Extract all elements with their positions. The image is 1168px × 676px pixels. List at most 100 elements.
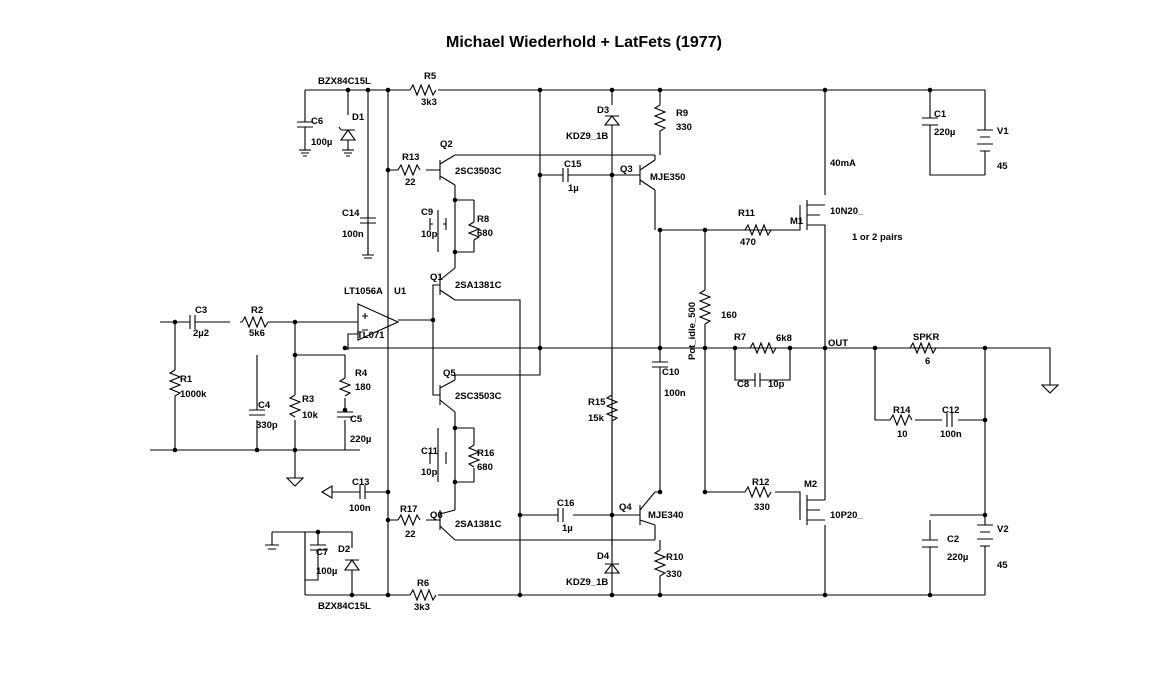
ground-r3: [285, 477, 305, 487]
capacitor-c4: [249, 409, 265, 416]
label-d3: D3: [597, 105, 609, 116]
label-r15: R15: [588, 397, 606, 408]
transistor-q2: [439, 154, 456, 186]
label-d2: D2: [338, 544, 350, 555]
label-q2: Q2: [440, 139, 453, 150]
capacitor-c9: [429, 218, 447, 230]
label-q6-value: 2SA1381C: [455, 519, 502, 530]
label-r3-value: 10k: [302, 410, 319, 421]
label-c9-value: 10p: [421, 229, 438, 240]
label-r2: R2: [251, 305, 263, 316]
label-out: OUT: [828, 338, 848, 349]
label-c5: C5: [350, 414, 363, 425]
label-r6: R6: [417, 578, 429, 589]
label-r11-value: 470: [740, 237, 756, 248]
label-r12: R12: [752, 477, 769, 488]
label-r17-value: 22: [405, 529, 416, 540]
capacitor-c10: [652, 361, 668, 395]
zener-d3: [603, 115, 621, 126]
label-c11-value: 10p: [421, 467, 438, 478]
label-spkr: SPKR: [913, 332, 940, 343]
label-q6: Q6: [430, 510, 443, 521]
label-q1: Q1: [430, 272, 443, 283]
label-c2-value: 220µ: [947, 552, 968, 563]
resistor-r12: [744, 485, 772, 499]
label-lt1056a: LT1056A: [344, 286, 383, 297]
label-c12-value: 100n: [940, 429, 962, 440]
label-c6-value: 100µ: [311, 137, 332, 148]
label-r11: R11: [738, 208, 756, 219]
label-d4: D4: [597, 551, 610, 562]
zener-d2: [343, 559, 361, 595]
label-q4: Q4: [619, 502, 632, 513]
label-c3: C3: [195, 305, 207, 316]
capacitor-c15: [562, 168, 578, 182]
ground-c13: [320, 485, 333, 499]
label-c12: C12: [942, 405, 959, 416]
label-c14: C14: [342, 208, 360, 219]
label-c7: C7: [316, 547, 328, 558]
label-q2-value: 2SC3503C: [455, 166, 502, 177]
capacitor-c11: [429, 452, 447, 464]
capacitor-c12: [946, 413, 953, 427]
transistor-q1: [439, 267, 456, 301]
component-labels: BZX84C15L R5 3k3 C6 100µ D1 D3 KDZ9_1B R…: [180, 71, 1009, 613]
label-r17: R17: [400, 504, 417, 515]
label-u1: U1: [394, 286, 407, 297]
resistor-r7: [749, 341, 777, 355]
resistor-r16: [467, 444, 481, 468]
capacitor-c7: [304, 532, 326, 581]
capacitor-c8: [754, 373, 770, 387]
label-r13: R13: [402, 152, 419, 163]
label-q4-value: MJE340: [648, 510, 683, 521]
label-r1: R1: [180, 374, 193, 385]
label-c15: C15: [564, 159, 582, 170]
resistor-r9: [653, 104, 667, 135]
label-r4: R4: [355, 368, 368, 379]
label-m2-value: 10P20_: [830, 510, 863, 521]
label-r14: R14: [893, 405, 911, 416]
zener-d1: [338, 126, 357, 157]
capacitor-c1: [922, 117, 938, 130]
label-r14-value: 10: [897, 429, 908, 440]
label-tl071: TL071: [357, 330, 385, 341]
label-c5-value: 220µ: [350, 434, 371, 445]
label-q5: Q5: [443, 368, 456, 379]
resistor-r15: [605, 394, 619, 425]
label-r12-value: 330: [754, 502, 770, 513]
label-r1-value: 1000k: [180, 389, 207, 400]
wires: [150, 89, 1051, 596]
resistor-r6: [409, 588, 437, 602]
components: [168, 83, 1060, 602]
label-r10-value: 330: [666, 569, 682, 580]
label-r8-value: 680: [477, 228, 493, 239]
mosfet-m1: [799, 200, 826, 230]
label-c10-value: 100n: [664, 388, 686, 399]
label-c9: C9: [421, 207, 433, 218]
label-m1: M1: [790, 216, 804, 227]
resistor-r2: [241, 315, 269, 329]
label-r8: R8: [477, 214, 489, 225]
capacitor-c2: [922, 539, 938, 552]
label-c1-value: 220µ: [934, 127, 955, 138]
label-c16: C16: [557, 498, 574, 509]
label-c14-value: 100n: [342, 229, 364, 240]
label-r4-value: 180: [355, 382, 371, 393]
label-v1: V1: [997, 126, 1009, 137]
label-r5-value: 3k3: [421, 97, 437, 108]
label-d1: D1: [352, 112, 365, 123]
label-pairs-note: 1 or 2 pairs: [852, 232, 903, 243]
label-r13-value: 22: [405, 177, 416, 188]
label-r7-value: 6k8: [776, 333, 792, 344]
label-r16: R16: [477, 448, 494, 459]
transistor-q6: [439, 509, 456, 541]
label-current: 40mA: [830, 158, 856, 169]
label-bzx-bottom: BZX84C15L: [318, 601, 371, 612]
diagram-title: Michael Wiederhold + LatFets (1977): [446, 34, 722, 51]
resistor-r10: [653, 549, 667, 580]
label-r9-value: 330: [676, 122, 692, 133]
label-c13-value: 100n: [349, 503, 371, 514]
label-r6-value: 3k3: [414, 602, 430, 613]
label-c7-value: 100µ: [316, 566, 337, 577]
label-v1-value: 45: [997, 161, 1008, 172]
